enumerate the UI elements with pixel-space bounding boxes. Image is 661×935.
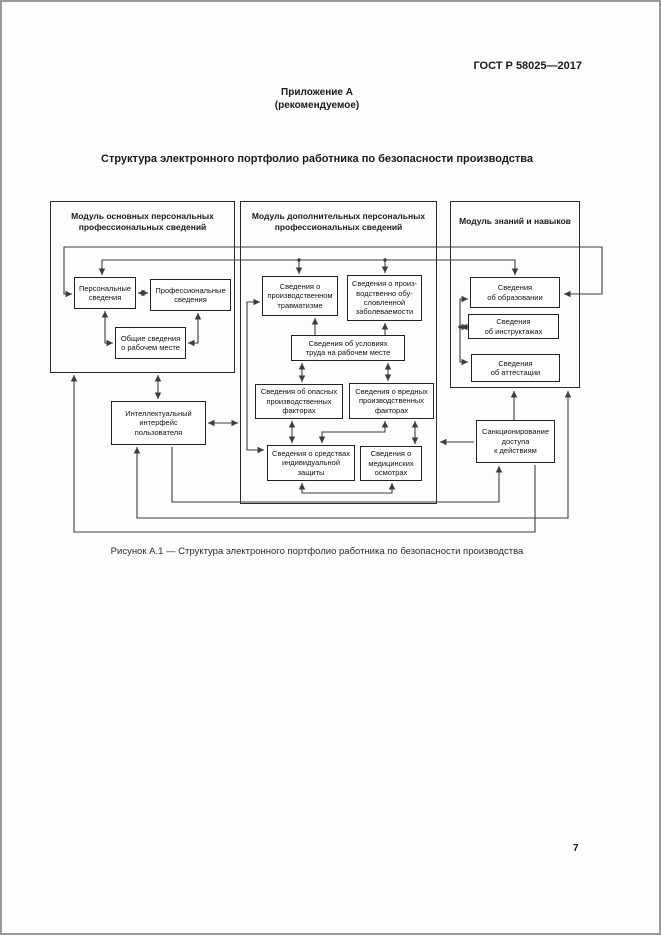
annex-title: Приложение А <box>281 87 353 98</box>
box-workplace-common: Общие сведения о рабочем месте <box>115 327 186 359</box>
connector-bus <box>98 259 519 275</box>
page-number: 7 <box>573 843 579 854</box>
box-medical-exams: Сведения о медицинских осмотрах <box>360 446 422 481</box>
box-personal: Персональные сведения <box>74 277 136 309</box>
box-dangerous-factors: Сведения об опасных производственных фак… <box>255 384 343 419</box>
box-work-conditions: Сведения об условиях труда на рабочем ме… <box>291 335 405 361</box>
figure-caption: Рисунок А.1 — Структура электронного пор… <box>110 546 524 557</box>
module-additional-title: Модуль дополнительных персональных профе… <box>251 211 426 233</box>
annex-subtitle: (рекомендуемое) <box>274 100 360 111</box>
module-main-title: Модуль основных персональных профессиона… <box>71 211 214 233</box>
module-additional-frame <box>240 201 437 504</box>
box-education: Сведения об образовании <box>470 277 560 308</box>
box-protective-equipment: Сведения о средствах индивидуальной защи… <box>267 445 355 481</box>
box-attestation: Сведения об аттестации <box>471 354 560 382</box>
box-access-authorization: Санкционирование доступа к действиям <box>476 420 555 463</box>
box-harmful-factors: Сведения о вредных производственных факт… <box>349 383 434 419</box>
box-professional: Профессиональные сведения <box>150 279 231 311</box>
box-intelligent-interface: Интеллектуальный интерфейс пользователя <box>111 401 206 445</box>
box-occupational-disease: Сведения о произ- водственно обу- словле… <box>347 275 422 321</box>
doc-code: ГОСТ Р 58025—2017 <box>473 60 582 72</box>
module-main-frame <box>50 201 235 373</box>
box-injuries: Сведения о производственном травматизме <box>262 276 338 316</box>
connector-loop-top <box>63 246 603 298</box>
module-skills-title: Модуль знаний и навыков <box>459 216 571 226</box>
box-briefings: Сведения об инструктажах <box>468 314 559 339</box>
section-title: Структура электронного портфолио работни… <box>101 153 533 165</box>
